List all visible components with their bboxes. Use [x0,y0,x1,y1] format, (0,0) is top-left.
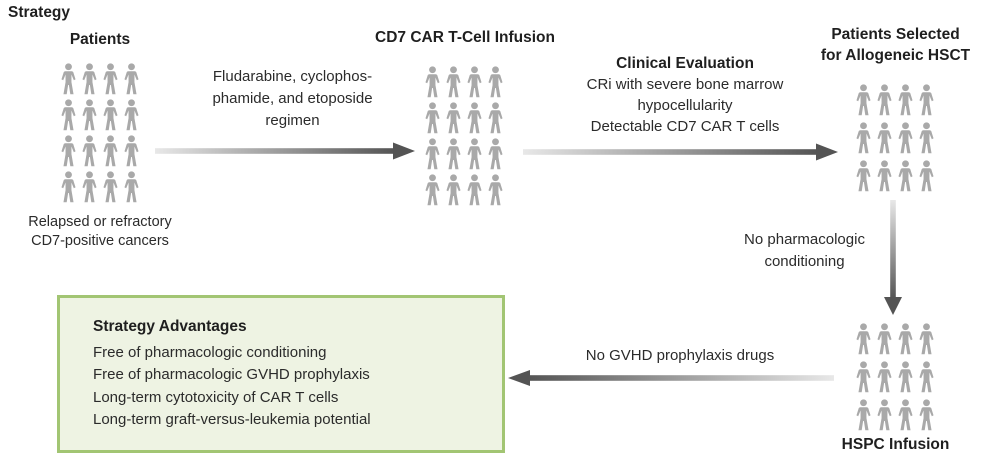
advantage-item: Long-term graft-versus-leukemia potentia… [93,411,371,429]
arrow-left-gvhd [508,370,834,386]
car-t-group-label: CD7 CAR T-Cell Infusion [375,29,555,46]
person-icon [877,84,892,116]
car-t-icon-grid [423,66,505,206]
person-icon [124,171,139,203]
regimen-label: Fludarabine, cyclophos- phamide, and eto… [212,68,373,129]
person-icon [467,102,482,134]
hspc-group-label: HSPC Infusion [841,436,950,453]
person-icon [856,323,871,355]
person-icon [856,399,871,431]
gvhd-label: No GVHD prophylaxis drugs [585,347,775,364]
advantage-item: Free of pharmacologic conditioning [93,344,327,361]
person-icon [61,135,76,167]
person-icon [919,399,934,431]
advantage-item: Long-term cytotoxicity of CAR T cells [93,388,339,406]
hsct-group-label: Patients Selected for Allogeneic HSCT [820,26,971,64]
person-icon [103,135,118,167]
figure-title: Strategy [8,4,71,21]
person-icon [856,84,871,116]
person-icon [446,138,461,170]
person-icon [82,99,97,131]
person-icon [446,66,461,98]
person-icon [898,84,913,116]
person-icon [425,66,440,98]
person-icon [856,160,871,192]
person-icon [877,323,892,355]
conditioning-label: No pharmacologic conditioning [744,231,865,270]
person-icon [61,63,76,95]
clinical-evaluation-block: Clinical Evaluation CRi with severe bone… [565,53,805,137]
person-icon [898,160,913,192]
person-icon [488,174,503,206]
person-icon [82,135,97,167]
hsct-icon-grid [854,84,936,192]
person-icon [103,171,118,203]
person-icon [919,84,934,116]
person-icon [488,102,503,134]
clinical-evaluation-title: Clinical Evaluation [616,55,754,72]
person-icon [877,361,892,393]
advantage-item: Free of pharmacologic GVHD prophylaxis [93,366,370,384]
person-icon [61,99,76,131]
person-icon [856,122,871,154]
arrow-down-conditioning [884,200,902,315]
person-icon [877,160,892,192]
person-icon [467,174,482,206]
person-icon [82,171,97,203]
clinical-evaluation-criteria: CRi with severe bone marrow hypocellular… [586,76,784,135]
person-icon [82,63,97,95]
arrow-right-regimen [155,142,415,160]
person-icon [467,66,482,98]
person-icon [425,102,440,134]
person-icon [446,174,461,206]
person-icon [467,138,482,170]
person-icon [124,135,139,167]
advantages-title: Strategy Advantages [93,318,247,335]
arrow-right-evaluation [523,143,838,161]
person-icon [446,102,461,134]
person-icon [919,323,934,355]
person-icon [61,171,76,203]
person-icon [425,174,440,206]
person-icon [919,122,934,154]
patients-group-label: Patients [69,31,131,48]
advantages-box: Strategy Advantages Free of pharmacologi… [57,295,505,453]
person-icon [124,63,139,95]
person-icon [898,399,913,431]
person-icon [425,138,440,170]
person-icon [103,99,118,131]
person-icon [124,99,139,131]
patients-caption: Relapsed or refractory CD7-positive canc… [28,214,172,249]
patients-icon-grid [59,63,141,203]
person-icon [898,323,913,355]
person-icon [898,361,913,393]
person-icon [919,361,934,393]
hspc-icon-grid [854,323,936,431]
person-icon [488,138,503,170]
person-icon [877,399,892,431]
person-icon [877,122,892,154]
person-icon [856,361,871,393]
person-icon [103,63,118,95]
person-icon [919,160,934,192]
person-icon [488,66,503,98]
person-icon [898,122,913,154]
